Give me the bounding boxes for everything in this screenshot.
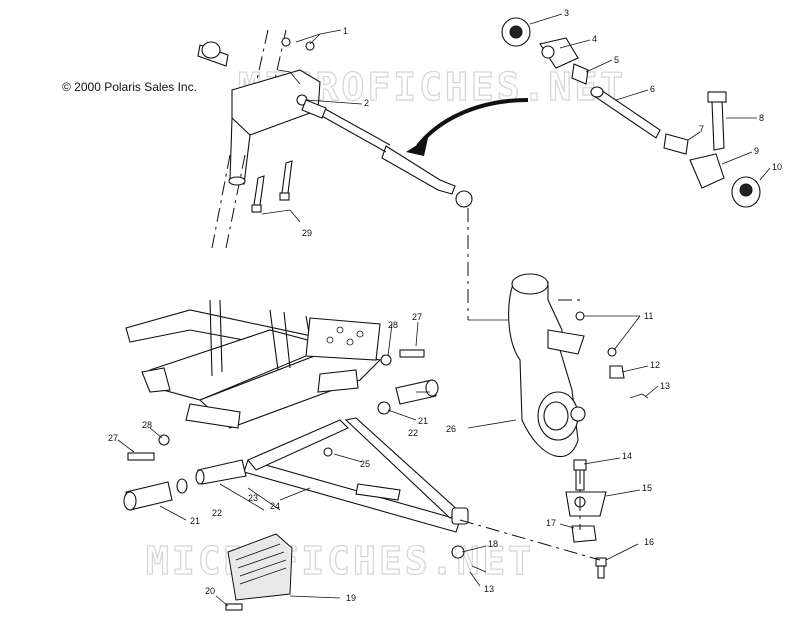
callout-2: 2 bbox=[364, 98, 369, 108]
callout-1: 1 bbox=[343, 26, 348, 36]
callout-23: 23 bbox=[248, 493, 258, 503]
leader-lines bbox=[117, 13, 771, 607]
callout-13a: 13 bbox=[660, 381, 670, 391]
callout-12: 12 bbox=[650, 360, 660, 370]
ball-joint-group bbox=[565, 459, 607, 579]
callout-20: 20 bbox=[205, 586, 215, 596]
tie-rod bbox=[301, 99, 473, 208]
spindle-knuckle bbox=[467, 208, 649, 458]
watermark-bottom: MICROFICHES.NET bbox=[146, 539, 534, 583]
callout-25: 25 bbox=[360, 459, 370, 469]
callout-16: 16 bbox=[644, 537, 654, 547]
callout-27b: 27 bbox=[108, 433, 118, 443]
callout-5: 5 bbox=[614, 55, 619, 65]
callout-14: 14 bbox=[622, 451, 632, 461]
callout-10: 10 bbox=[772, 162, 782, 172]
callout-labels: 1 2 3 4 5 6 7 8 9 10 11 12 13 13 14 15 1… bbox=[108, 8, 782, 603]
steering-post-group bbox=[197, 29, 321, 249]
callout-22a: 22 bbox=[408, 428, 418, 438]
tie-rod-end-assembly bbox=[501, 17, 761, 208]
callout-3: 3 bbox=[564, 8, 569, 18]
callout-28b: 28 bbox=[142, 420, 152, 430]
callout-27a: 27 bbox=[412, 312, 422, 322]
callout-19: 19 bbox=[346, 593, 356, 603]
callout-6: 6 bbox=[650, 84, 655, 94]
callout-22b: 22 bbox=[212, 508, 222, 518]
frame bbox=[125, 299, 425, 461]
direction-arrow bbox=[406, 98, 529, 156]
callout-28a: 28 bbox=[388, 320, 398, 330]
callout-29: 29 bbox=[302, 228, 312, 238]
callout-26: 26 bbox=[446, 424, 456, 434]
callout-8: 8 bbox=[759, 113, 764, 123]
callout-11: 11 bbox=[644, 311, 653, 321]
callout-15: 15 bbox=[642, 483, 652, 493]
callout-18: 18 bbox=[488, 539, 498, 549]
callout-21a: 21 bbox=[418, 416, 428, 426]
copyright-text: © 2000 Polaris Sales Inc. bbox=[62, 80, 197, 94]
callout-9: 9 bbox=[754, 146, 759, 156]
callout-13b: 13 bbox=[484, 584, 494, 594]
callout-7: 7 bbox=[699, 124, 704, 134]
skid-plate bbox=[225, 533, 487, 611]
callout-17: 17 bbox=[546, 518, 556, 528]
callout-21b: 21 bbox=[190, 516, 200, 526]
callout-24: 24 bbox=[270, 501, 280, 511]
callout-4: 4 bbox=[592, 34, 597, 44]
